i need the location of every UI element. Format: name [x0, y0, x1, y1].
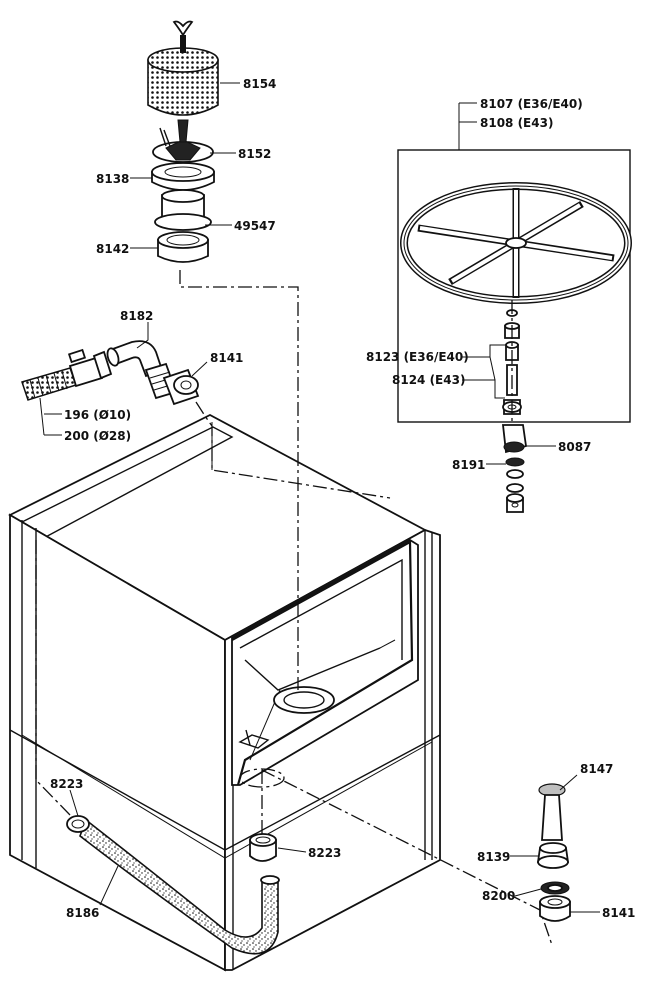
- label-8154: 8154: [243, 77, 276, 91]
- label-8141-bottom: 8141: [602, 906, 635, 920]
- drain-ring-8138: [151, 162, 215, 191]
- filter-basket-8154: [147, 20, 219, 116]
- label-8152: 8152: [238, 147, 271, 161]
- dishwasher-cabinet: [8, 413, 441, 972]
- label-8200: 8200: [482, 889, 515, 903]
- label-49547: 49547: [234, 219, 276, 233]
- hose-clamp-8223-right: [249, 833, 277, 862]
- label-8142: 8142: [96, 242, 129, 256]
- gasket-8200: [540, 881, 570, 895]
- label-8139: 8139: [477, 850, 510, 864]
- hose-clamp-8223-left: [66, 815, 90, 833]
- label-8182: 8182: [120, 309, 153, 323]
- label-8123: 8123 (E36/E40): [366, 350, 469, 364]
- label-196: 196 (Ø10): [64, 408, 131, 422]
- label-8107: 8107 (E36/E40): [480, 97, 583, 111]
- sleeve-49547: [154, 189, 212, 231]
- label-8141-top: 8141: [210, 351, 243, 365]
- drain-hose-8186: [79, 818, 280, 955]
- bearing-8087: [501, 424, 528, 454]
- label-8223-left: 8223: [50, 777, 83, 791]
- wash-arm-8107: [400, 182, 632, 304]
- label-8191: 8191: [452, 458, 485, 472]
- washers-8191: [505, 457, 525, 513]
- nut-8142: [157, 231, 209, 263]
- label-8223-right: 8223: [308, 846, 341, 860]
- seal-8139: [536, 842, 570, 869]
- label-8186: 8186: [66, 906, 99, 920]
- label-8087: 8087: [558, 440, 591, 454]
- label-8138: 8138: [96, 172, 129, 186]
- leader-lines: [39, 82, 600, 913]
- wash-arm-box: [397, 149, 631, 423]
- strainer-cover-8152: [152, 119, 214, 163]
- overflow-pipe-8147: [538, 783, 566, 841]
- label-8108: 8108 (E43): [480, 116, 553, 130]
- inlet-hose-assembly: [21, 340, 200, 406]
- label-8124: 8124 (E43): [392, 373, 465, 387]
- label-200: 200 (Ø28): [64, 429, 131, 443]
- nut-8141-bottom: [539, 895, 571, 922]
- label-8147: 8147: [580, 762, 613, 776]
